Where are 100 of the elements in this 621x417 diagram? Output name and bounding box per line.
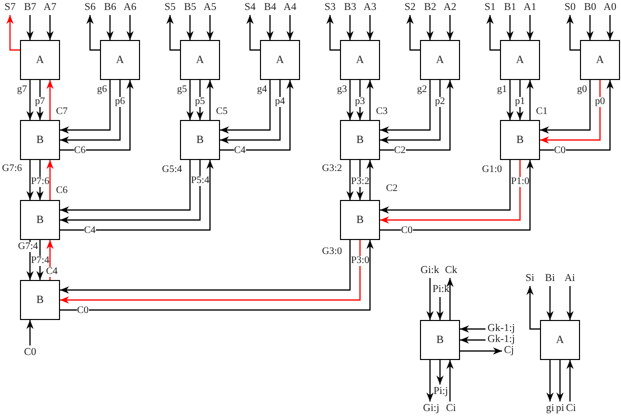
- signal-arrow: [406, 15, 420, 51]
- signal-name: B6: [104, 2, 116, 13]
- signal-arrow: [86, 15, 100, 51]
- signal-label: C2: [394, 146, 406, 156]
- signal-name: B4: [264, 2, 276, 13]
- signal-arrow: [60, 240, 351, 294]
- signal-label: p3: [355, 97, 365, 107]
- logic-block: A: [180, 40, 220, 80]
- signal-arrow: [526, 286, 540, 330]
- signal-arrow: [60, 80, 111, 134]
- logic-block: A: [20, 40, 60, 80]
- signal-name: S5: [164, 2, 176, 13]
- logic-block: A: [260, 40, 300, 80]
- signal-arrow: [346, 160, 354, 200]
- signal-arrow: [566, 360, 574, 402]
- signal-label: C0: [401, 226, 413, 236]
- signal-arrow: [106, 15, 114, 40]
- signal-name: A7: [44, 2, 56, 13]
- signal-arrow: [566, 15, 580, 51]
- signal-arrow: [186, 80, 194, 120]
- signal-arrow: [526, 15, 534, 40]
- signal-name: A5: [204, 2, 216, 13]
- signal-label: P1:0: [511, 177, 530, 187]
- signal-name: Gi:j: [423, 404, 440, 414]
- signal-name: Ck: [445, 266, 458, 276]
- signal-arrow: [460, 325, 486, 333]
- signal-arrow: [60, 160, 214, 231]
- signal-arrow: [380, 80, 454, 151]
- signal-arrow: [196, 80, 204, 120]
- signal-arrow: [36, 160, 44, 200]
- signal-arrow: [60, 160, 201, 224]
- signal-arrow: [540, 80, 601, 144]
- logic-block: B: [420, 320, 460, 360]
- signal-label: C4: [46, 267, 58, 277]
- signal-arrow: [380, 80, 441, 144]
- signal-arrow: [186, 15, 194, 40]
- signal-arrow: [436, 297, 444, 320]
- signal-arrow: [326, 15, 340, 51]
- logic-block: A: [580, 40, 620, 80]
- signal-arrow: [426, 278, 434, 320]
- signal-arrow: [26, 320, 34, 346]
- signal-arrow: [246, 15, 260, 51]
- signal-label: g3: [337, 85, 347, 95]
- signal-arrow: [460, 336, 486, 344]
- signal-arrow: [366, 80, 374, 120]
- signal-arrow: [266, 15, 274, 40]
- signal-arrow: [36, 80, 44, 120]
- signal-arrow: [220, 80, 294, 151]
- signal-arrow: [220, 80, 281, 144]
- signal-label: C1: [536, 107, 548, 117]
- signal-label: g4: [257, 85, 267, 95]
- signal-arrow: [540, 80, 614, 151]
- signal-label: P7:6: [31, 177, 50, 187]
- signal-name: Pi:j: [434, 386, 448, 397]
- signal-label: g2: [417, 85, 427, 95]
- signal-name: C0: [24, 348, 36, 358]
- signal-name: S4: [244, 2, 256, 13]
- signal-label: C4: [84, 226, 96, 236]
- signal-label: P5:4: [191, 176, 210, 186]
- logic-block: B: [180, 120, 220, 160]
- signal-label: C3: [376, 107, 388, 117]
- signal-name: Bi: [545, 274, 555, 284]
- logic-block: A: [340, 40, 380, 80]
- signal-name: Gk-1:j: [488, 324, 515, 334]
- signal-label: G3:0: [322, 247, 342, 257]
- signal-name: B3: [344, 2, 356, 13]
- signal-arrow: [446, 278, 454, 320]
- signal-name: Ai: [564, 274, 575, 284]
- signal-arrow: [516, 80, 524, 120]
- signal-label: G3:2: [322, 164, 342, 174]
- signal-name: A4: [284, 2, 296, 13]
- signal-name: A3: [364, 2, 376, 13]
- logic-block: B: [20, 280, 60, 320]
- signal-arrow: [446, 15, 454, 40]
- signal-name: Cj: [504, 346, 514, 356]
- signal-label: C6: [56, 186, 68, 196]
- signal-name: Si: [526, 274, 534, 284]
- signal-arrow: [26, 240, 34, 280]
- signal-name: Ci: [566, 404, 576, 414]
- signal-name: S0: [564, 2, 576, 13]
- signal-label: g0: [577, 85, 587, 95]
- signal-arrow: [380, 160, 521, 224]
- signal-arrow: [60, 160, 191, 214]
- signal-name: S3: [324, 2, 336, 13]
- signal-name: Gi:k: [420, 266, 440, 276]
- signal-label: C0: [77, 306, 89, 316]
- signal-label: p1: [515, 97, 525, 107]
- signal-label: g1: [497, 85, 507, 95]
- signal-arrow: [546, 286, 554, 320]
- signal-arrow: [586, 15, 594, 40]
- signal-label: G5:4: [162, 165, 182, 175]
- signal-label: p5: [195, 97, 205, 107]
- signal-arrow: [380, 160, 511, 214]
- signal-name: Ci: [446, 404, 456, 414]
- logic-block: A: [100, 40, 140, 80]
- signal-name: A6: [124, 2, 136, 13]
- signal-arrow: [26, 15, 34, 40]
- signal-arrow: [356, 80, 364, 120]
- signal-arrow: [486, 15, 500, 51]
- logic-block: B: [500, 120, 540, 160]
